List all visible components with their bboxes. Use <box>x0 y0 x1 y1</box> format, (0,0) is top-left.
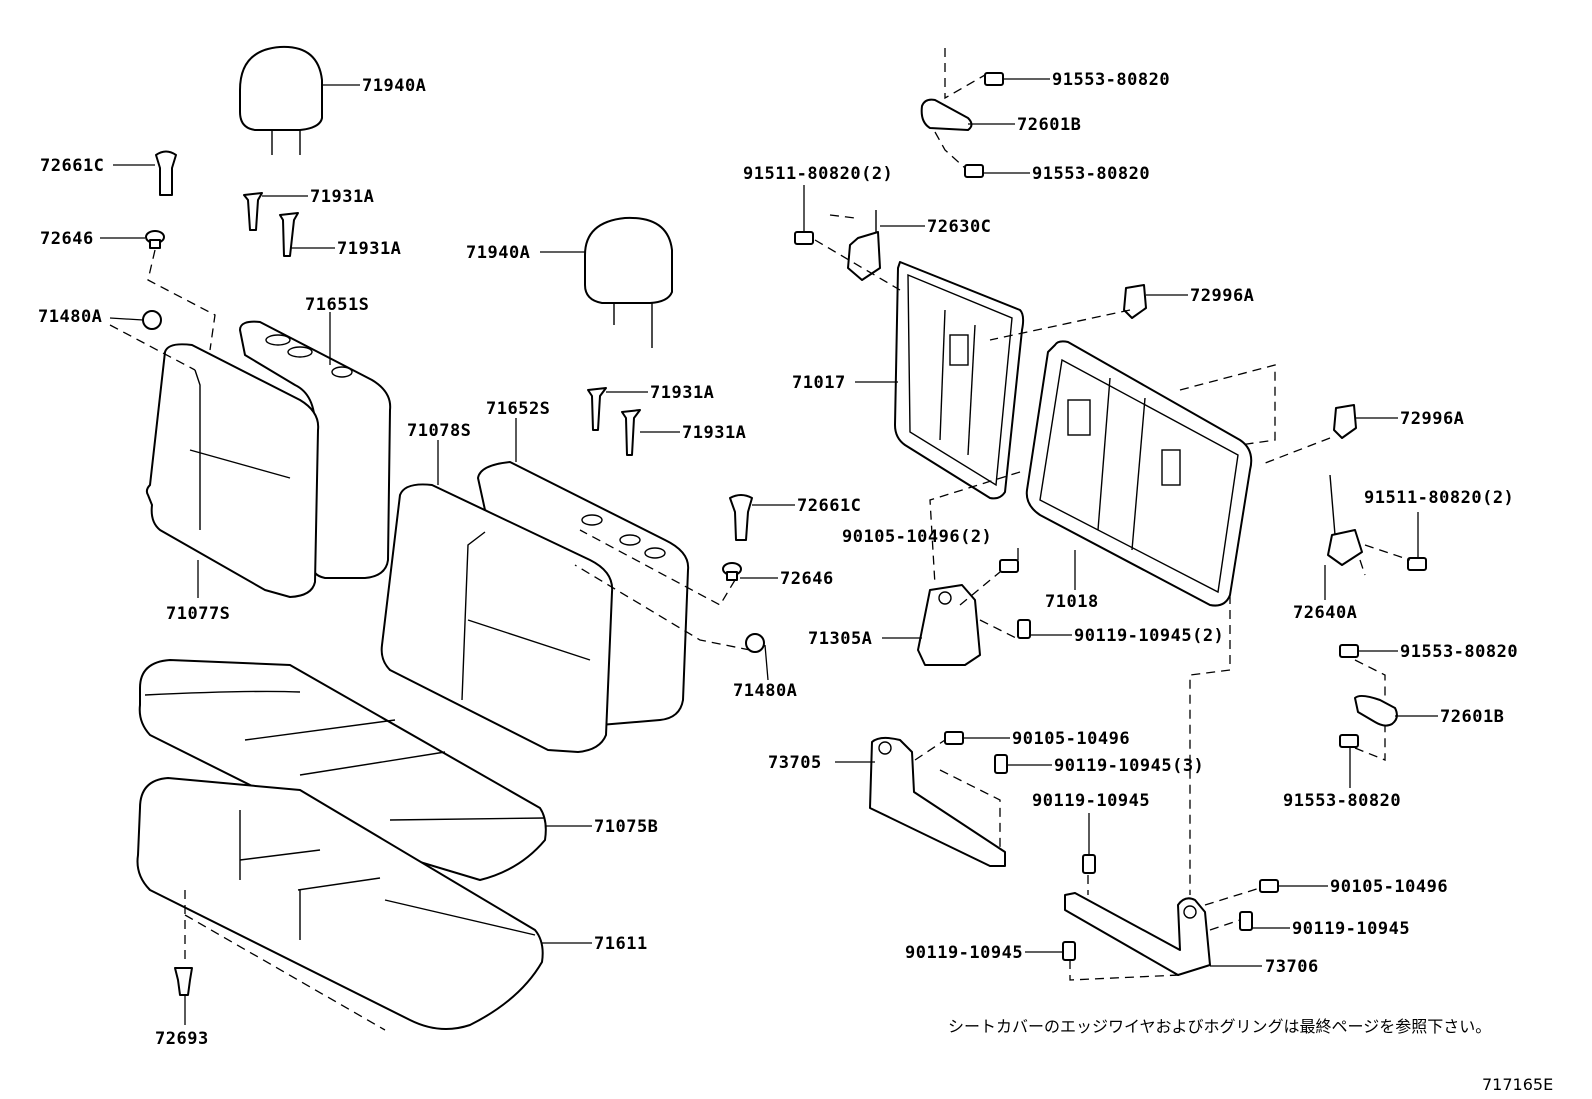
label-90105-10496-2: 90105-10496 <box>1012 729 1130 749</box>
label-71075b: 71075B <box>594 817 658 837</box>
assembly-lines <box>109 48 1411 1031</box>
bushing-72646 <box>145 230 742 581</box>
headrest-left <box>239 45 323 155</box>
label-90119-10945-2: 90119-10945(3) <box>1054 756 1204 776</box>
label-72601b-1: 72601B <box>1017 115 1081 135</box>
lock-knob-72661c <box>155 150 753 541</box>
leader-lines <box>100 78 1438 1025</box>
label-73706: 73706 <box>1265 957 1319 977</box>
label-90119-10945-4: 90119-10945 <box>1292 919 1410 939</box>
label-90119-10945-5: 90119-10945 <box>905 943 1023 963</box>
footnote: シートカバーのエッジワイヤおよびホグリングは最終ページを参照下さい。 <box>948 1017 1491 1036</box>
label-71940a-1: 71940A <box>362 76 426 96</box>
seatback-cover-71077s <box>145 343 320 598</box>
label-71017: 71017 <box>792 373 846 393</box>
label-72646-2: 72646 <box>780 569 834 589</box>
frame-71018 <box>1025 340 1253 607</box>
hinge-72601b-lower <box>1354 694 1398 727</box>
label-71931a-3: 71931A <box>650 383 714 403</box>
label-71931a-1: 71931A <box>310 187 374 207</box>
label-71940a-2: 71940A <box>466 243 530 263</box>
label-91553-80820-3: 91553-80820 <box>1400 642 1518 662</box>
label-72601b-2: 72601B <box>1440 707 1504 727</box>
diagram-id: 717165E <box>1482 1075 1553 1094</box>
label-71611: 71611 <box>594 934 648 954</box>
label-71077s: 71077S <box>166 604 230 624</box>
label-72996a-1: 72996A <box>1190 286 1254 306</box>
label-71651s: 71651S <box>305 295 369 315</box>
label-73705: 73705 <box>768 753 822 773</box>
label-91553-80820-1: 91553-80820 <box>1052 70 1170 90</box>
label-72661c-2: 72661C <box>797 496 861 516</box>
label-71018: 71018 <box>1045 592 1099 612</box>
label-91511-80820-1: 91511-80820(2) <box>743 164 893 184</box>
label-71931a-4: 71931A <box>682 423 746 443</box>
hinge-72640a <box>1327 474 1363 566</box>
bracket-73705 <box>869 736 1006 867</box>
label-91511-80820-2: 91511-80820(2) <box>1364 488 1514 508</box>
label-71480a-2: 71480A <box>733 681 797 701</box>
bracket-71305a <box>917 584 981 666</box>
label-90119-10945-1: 90119-10945(2) <box>1074 626 1224 646</box>
seatback-cover-71078s <box>380 483 614 753</box>
label-91553-80820-4: 91553-80820 <box>1283 791 1401 811</box>
label-72640a: 72640A <box>1293 603 1357 623</box>
hinge-72630c <box>847 210 881 281</box>
label-71078s: 71078S <box>407 421 471 441</box>
label-90105-10496-1: 90105-10496(2) <box>842 527 992 547</box>
label-72630c: 72630C <box>927 217 991 237</box>
label-72646-1: 72646 <box>40 229 94 249</box>
label-90105-10496-3: 90105-10496 <box>1330 877 1448 897</box>
cushion-cover-71075b <box>138 659 547 881</box>
label-71305a: 71305A <box>808 629 872 649</box>
clip-72693 <box>174 967 193 996</box>
label-72661c-1: 72661C <box>40 156 104 176</box>
headrest-right <box>584 216 673 348</box>
cushion-pad-71611 <box>136 777 544 1030</box>
bracket-73706 <box>1064 892 1211 976</box>
bolts <box>794 72 1427 961</box>
headrest-support-71931a <box>243 192 641 456</box>
label-71652s: 71652S <box>486 399 550 419</box>
label-72996a-2: 72996A <box>1400 409 1464 429</box>
label-71931a-2: 71931A <box>337 239 401 259</box>
label-90119-10945-3: 90119-10945 <box>1032 791 1150 811</box>
label-72693: 72693 <box>155 1029 209 1049</box>
label-71480a-1: 71480A <box>38 307 102 327</box>
frame-71017 <box>894 261 1025 500</box>
hinge-72601b-upper <box>920 98 973 131</box>
label-91553-80820-2: 91553-80820 <box>1032 164 1150 184</box>
clip-71480a <box>142 310 765 653</box>
